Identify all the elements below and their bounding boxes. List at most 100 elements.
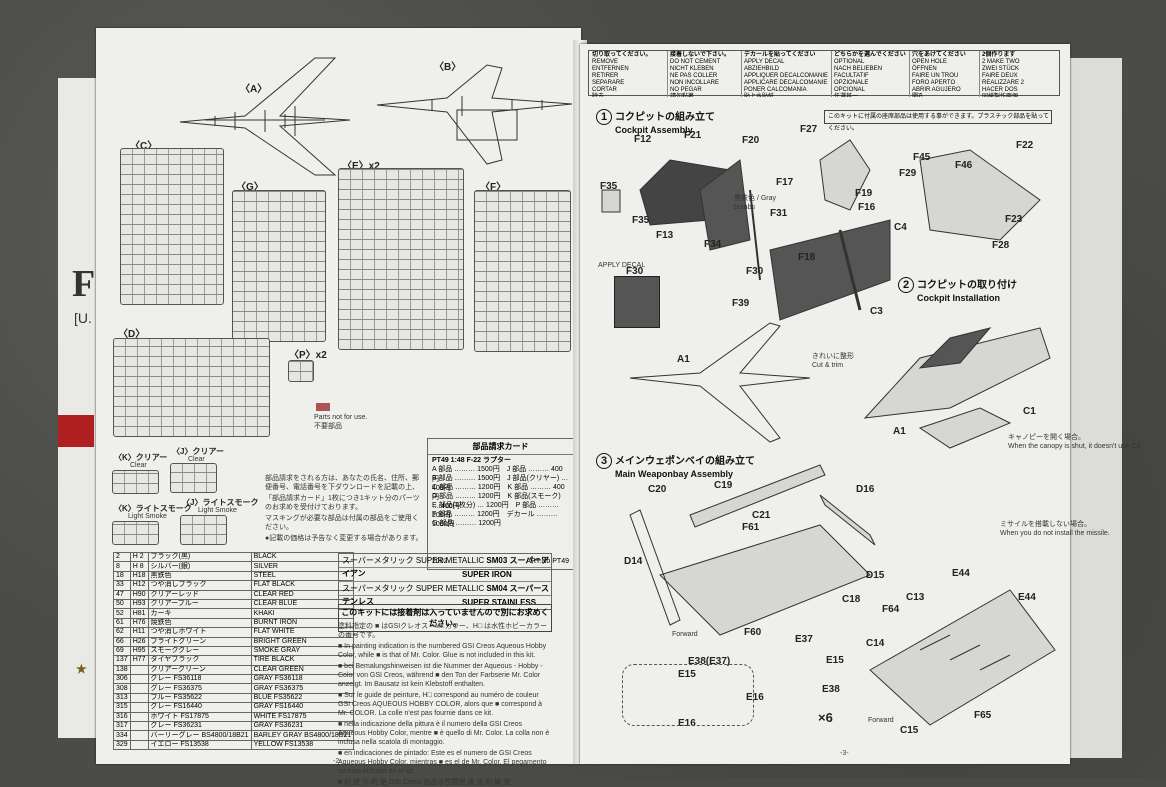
step-jp: メインウェポンベイの組み立て [615,456,755,467]
color-aqueous [129,721,149,732]
part-label: C4 [894,222,907,233]
color-name-jp: グレー FS36231 [147,721,252,732]
paint-note: ■ nella indicazione della pittura è il n… [338,721,550,746]
legend-en: APPLY DECAL ABZIEHBILD APPLIQUER DECALCO… [744,59,829,97]
part-label: F27 [800,124,818,135]
paint-note: ■ 的 提 示 的 是 GSI Creos 出品水性模型 漆 油 的 編 號 [338,779,511,786]
part-label: D14 [624,556,643,567]
part-label: F60 [744,627,762,638]
part-label: F35 [632,215,650,226]
legend-jp: 2個作ります [982,52,1016,58]
step-number: 3 [596,453,612,470]
color-code: 69 [113,645,131,657]
color-name-jp: グレー FS16440 [147,702,252,713]
make-six-badge: ×6 [818,710,833,725]
color-name-jp: クリアーグリーン [147,664,252,676]
color-aqueous: H76 [129,617,149,629]
instrument-panel-diagram [614,276,660,328]
color-aqueous [129,702,149,713]
note-line: ●記載の価格は予告なく変更する場合があります。 [265,535,423,542]
clear-j-label: 〈J〉クリアー [172,447,224,456]
legend-jp: デカールを貼ってください [744,52,816,58]
clear-j-sprue [170,463,217,493]
color-aqueous: H81 [129,608,149,619]
part-label: F23 [1005,214,1023,225]
part-label: E15 [678,669,696,680]
part-label: D15 [866,570,885,581]
color-code: 47 [113,589,131,600]
part-label: E37 [795,634,813,645]
note-line: 部品請求をされる方は、あなたの氏名、住所、郵便番号、電話番号を下ダウンロードを記… [265,475,419,491]
paint-note: ■ en indicaciones de pintado: Este es el… [338,750,547,775]
card-code: ART.No.PT49 [526,558,569,565]
sprue-p [288,360,314,382]
part-label: F16 [858,202,876,213]
smoke-k-label: 〈K〉ライトスモーク [114,504,192,513]
metallic-en: SUPER IRON [462,570,512,579]
clear-k-en: Clear [130,462,147,469]
parts-order-card: 部品請求カード PT49 1:48 F-22 ラプター A 部品 ……… 150… [427,438,574,570]
color-name-jp: ブルー FS35622 [147,692,252,704]
legend-en: REMOVE ENTFERNEN RETIRER SEPARARE CORTAR… [592,59,629,97]
color-aqueous [129,739,149,751]
metallic-label: スーパーメタリック SUPER METALLIC [342,556,485,565]
part-label: F30 [626,266,644,277]
color-name-jp: グレー FS36118 [147,674,252,685]
sprue-label-b: 〈B〉 [434,62,462,73]
color-code: 308 [113,683,131,694]
paint-note: ■ In painting indication is the numbered… [338,643,547,659]
part-label: C21 [752,510,771,521]
metallic-code: SM03 [486,556,508,565]
color-aqueous [129,711,149,723]
metallic-row: SUPER STAINLESS [339,596,551,609]
color-code: 18 [113,570,131,582]
sprue-d [113,338,270,437]
card-row: B 部品 ……… 1500円 J 部品(クリヤー) … 400円 [432,475,569,492]
part-label: C20 [648,484,667,495]
sprue-label-f: 〈F〉 [480,182,507,193]
color-code: 138 [113,664,131,676]
color-aqueous [129,674,149,685]
part-label: F31 [770,208,788,219]
sprue-label-d: 〈D〉 [118,329,146,340]
legend-jp: どちらかを選んでください [834,52,906,58]
cover-title-fragment: F [72,263,96,305]
parts-order-notes: 部品請求をされる方は、あなたの氏名、住所、郵便番号、電話番号を下ダウンロードを記… [265,474,425,543]
unused-parts-note: Parts not for use. 不要部品 [314,414,368,430]
cover-subtitle-fragment: [U. [74,310,92,326]
color-code: 52 [113,608,131,619]
part-label: F18 [798,252,816,263]
super-metallic-table: スーパーメタリック SUPER METALLIC SM03 スーパーアイアン S… [338,553,552,610]
part-label: F19 [855,188,873,199]
color-code: 137 [113,655,131,666]
cockpit-assembly-diagram [601,139,1041,321]
smoke-j-en: Light Smoke [198,507,237,514]
color-name-jp: バーリーグレー BS4800/18B21 [147,730,252,741]
part-label: F39 [732,298,750,309]
legend-jp: 穴をあけてください [912,52,966,58]
part-label: C3 [870,306,883,317]
step-en: Cockpit Assembly [615,125,693,136]
clear-k-sprue [112,470,159,494]
part-label: E38 [822,684,840,695]
step-number: 1 [596,109,612,126]
color-name-jp: ブライトグリーン [147,636,252,647]
color-name-jp: ホワイト FS17875 [147,711,252,723]
color-name-jp: 黒鉄色 [147,570,252,582]
cut-trim-note: きれいに整形 Cut & trim [812,353,854,369]
part-label: C15 [900,725,919,736]
symbol-legend: 切り取ってください。REMOVE ENTFERNEN RETIRER SEPAR… [588,50,1060,97]
note-line: マスキングが必要な部品は付属の部品をご使用ください。 [265,515,419,531]
color-name-jp: イエロー FS13538 [147,739,252,751]
sprue-f [474,190,571,352]
